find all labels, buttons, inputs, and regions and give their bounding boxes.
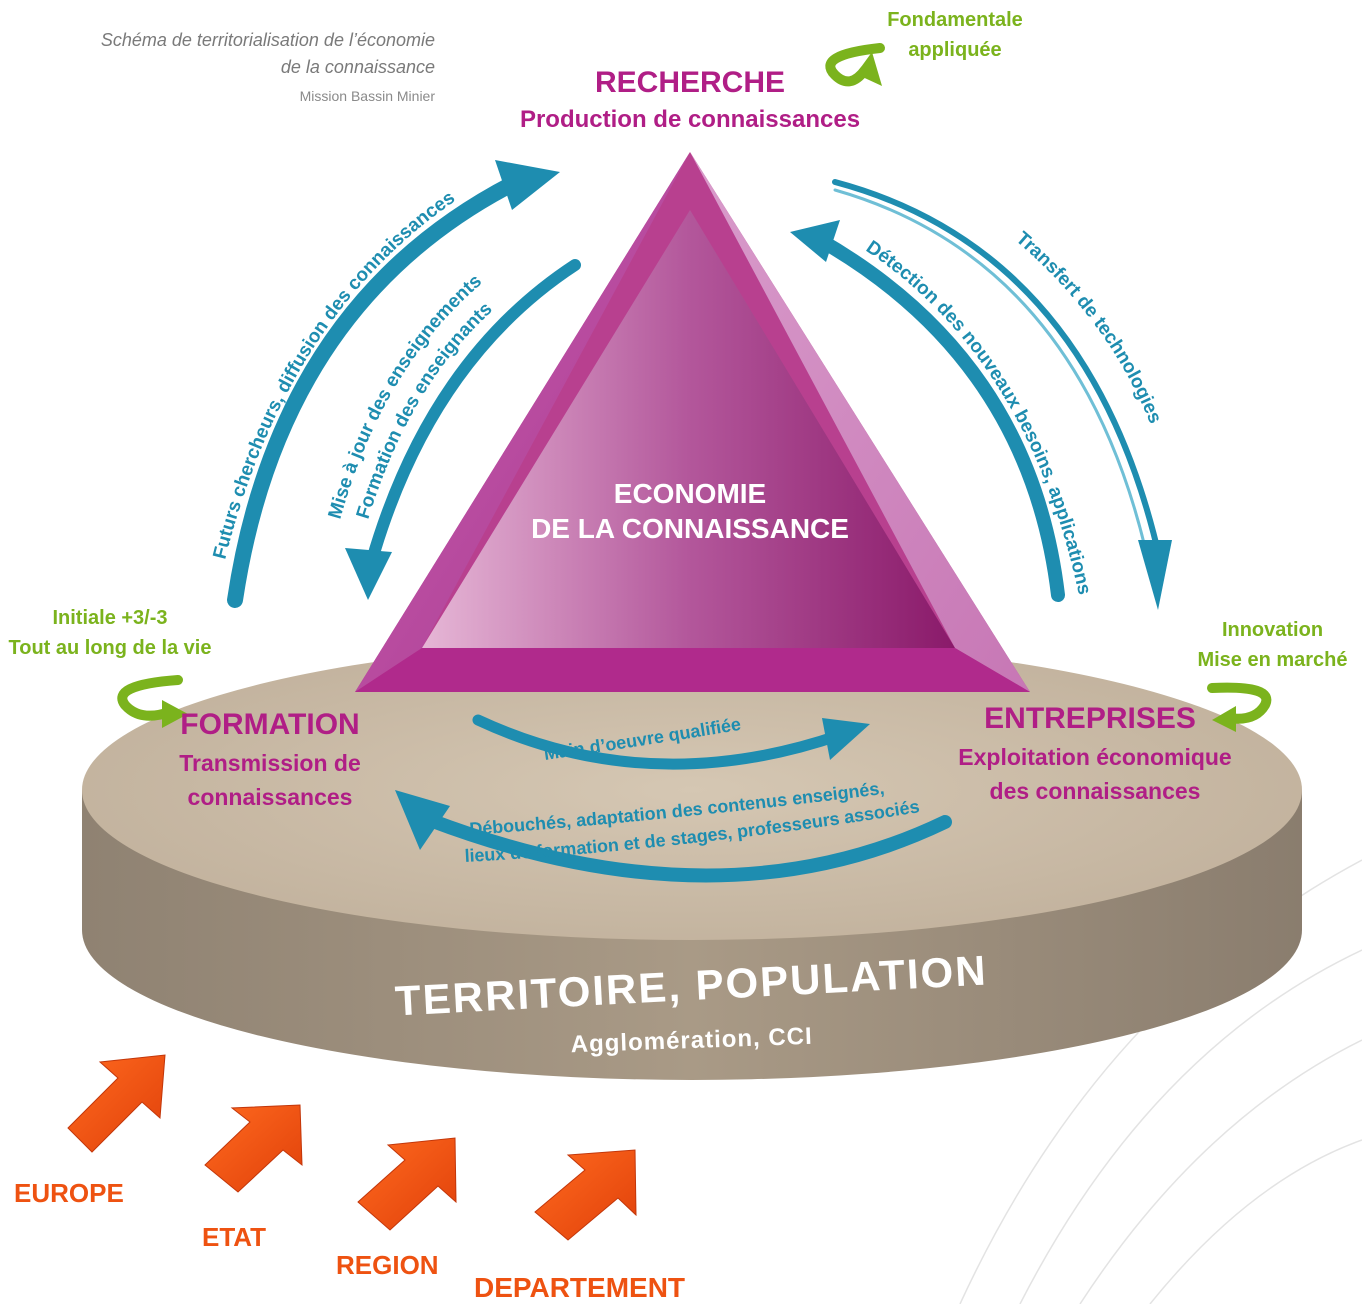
center-line1: ECONOMIE: [614, 478, 766, 509]
arrow-main-oeuvre: [472, 714, 846, 770]
knowledge-pyramid: [355, 152, 1030, 692]
loop-entreprises-line2: Mise en marché: [1197, 649, 1348, 671]
flow-arrows: [227, 160, 1172, 883]
formation-subtitle-line2: connaissances: [187, 784, 353, 810]
arrow-transfert: [832, 179, 1163, 563]
funder-region: REGION: [336, 1250, 439, 1280]
loop-arrows: [117, 43, 1272, 732]
funder-europe: EUROPE: [14, 1178, 124, 1208]
arrow-head-futurs: [495, 160, 560, 210]
loop-recherche: [825, 43, 885, 87]
recherche-subtitle: Production de connaissances: [519, 106, 861, 133]
funder-departement: DEPARTEMENT: [474, 1272, 686, 1303]
caption-author: Mission Bassin Minier: [299, 88, 435, 104]
arrow-futurs-chercheurs: [227, 172, 528, 608]
caption-line2: de la connaissance: [280, 57, 435, 77]
arrow-etat: [204, 1104, 303, 1193]
arrow-head-main: [822, 718, 870, 760]
arrow-head-mise: [345, 548, 392, 600]
arrow-debouches: [423, 813, 952, 883]
arrow-europe: [67, 1054, 166, 1153]
arrow-head-debouches: [395, 790, 450, 850]
formation-subtitle-line1: Transmission de: [179, 750, 361, 776]
entreprises-subtitle-line1: Exploitation économique: [958, 744, 1232, 770]
loop-recherche-line2: appliquée: [908, 39, 1002, 61]
arrow-head-detection: [790, 220, 840, 262]
arrow-departement: [534, 1149, 637, 1241]
entreprises-subtitle-line2: des connaissances: [989, 778, 1201, 804]
loop-formation-line2: Tout au long de la vie: [8, 637, 212, 659]
arrow-mise-a-jour: [366, 259, 581, 566]
formation-title: FORMATION: [180, 708, 360, 741]
territory-disc: [82, 640, 1302, 1080]
arrow-detection: [813, 233, 1065, 602]
arrow-region: [357, 1137, 457, 1231]
loop-entreprises-line1: Innovation: [1221, 619, 1324, 641]
loop-formation-line1: Initiale +3/-3: [52, 607, 168, 629]
entreprises-title: ENTREPRISES: [984, 702, 1196, 735]
arrow-head-transfert: [1138, 540, 1172, 610]
center-line2: DE LA CONNAISSANCE: [531, 513, 849, 544]
recherche-title: RECHERCHE: [594, 66, 786, 99]
caption-line1: Schéma de territorialisation de l’économ…: [100, 30, 435, 50]
loop-entreprises: [1207, 682, 1272, 724]
loop-recherche-line1: Fondamentale: [887, 9, 1023, 31]
loop-formation: [117, 675, 183, 721]
funder-arrows: [67, 1054, 637, 1241]
funder-etat: ETAT: [202, 1222, 267, 1252]
